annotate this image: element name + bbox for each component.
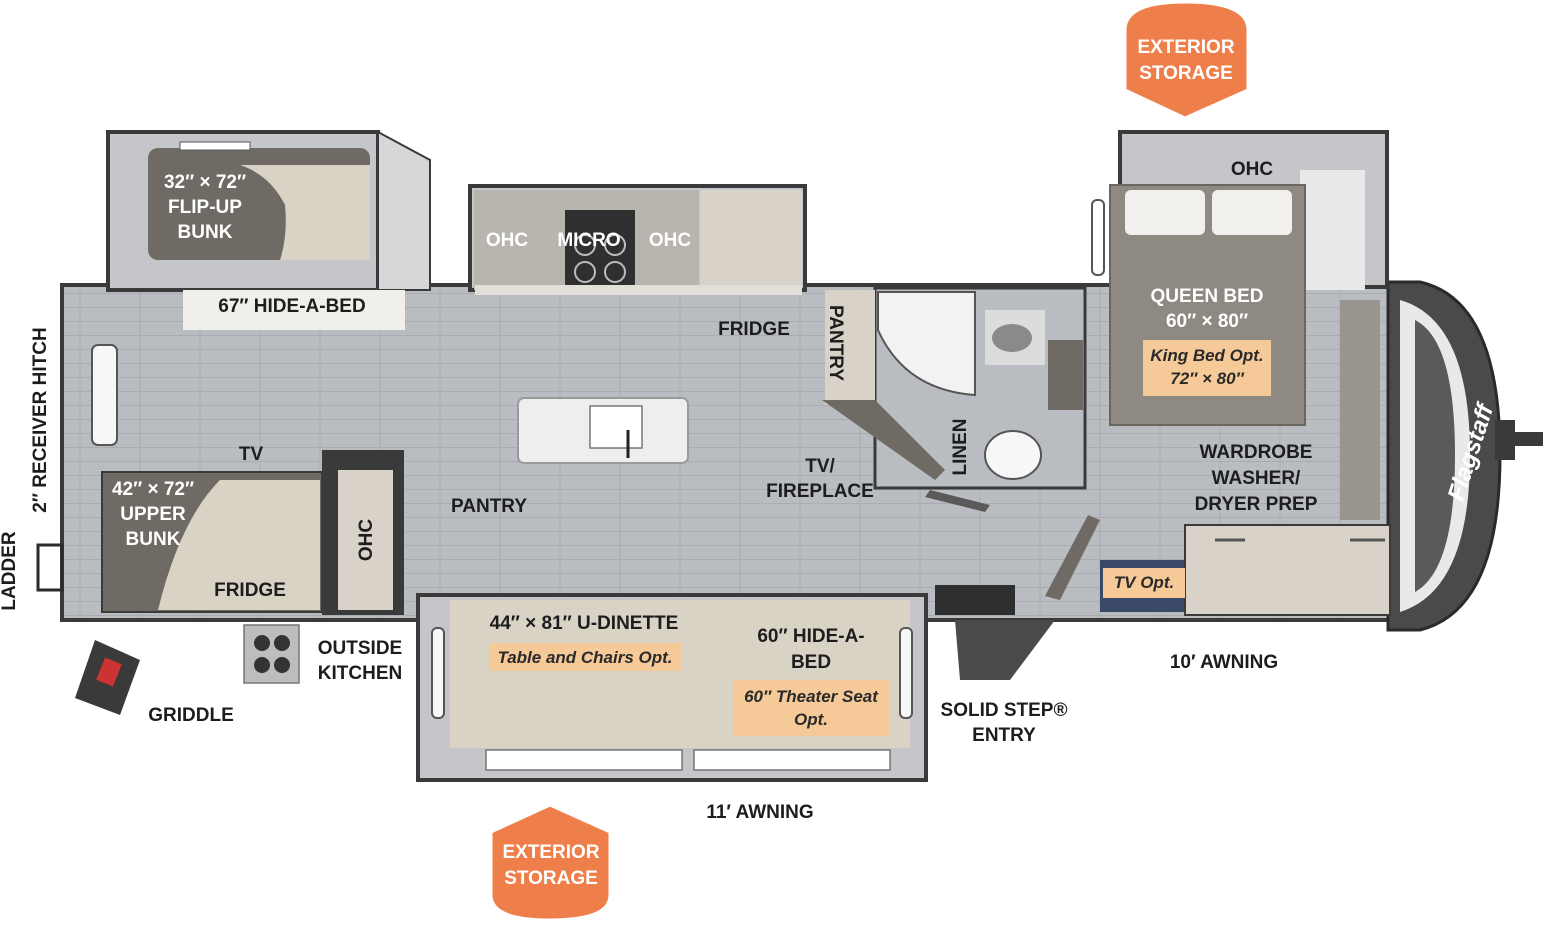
tv-label: TV [239, 444, 264, 465]
hide-a-bed-67-label: 67″ HIDE-A-BED [218, 296, 365, 317]
badge-bottom-line1: EXTERIOR [502, 842, 599, 863]
dinette-opt-label: Table and Chairs Opt. [497, 648, 672, 667]
pantry-vertical-label: PANTRY [825, 305, 846, 381]
queen-bed-line2: 60″ × 80″ [1166, 311, 1248, 332]
wardrobe-line2: WASHER/ [1212, 468, 1301, 489]
linen-cabinet [822, 400, 945, 480]
solid-step-line2: ENTRY [972, 725, 1036, 746]
fridge-bunk-label: FRIDGE [214, 580, 286, 601]
awning-10-label: 10′ AWNING [1170, 652, 1278, 673]
awning-11-label: 11′ AWNING [706, 802, 813, 823]
option-tag-tv [1103, 568, 1185, 598]
badge-top-line1: EXTERIOR [1137, 37, 1234, 58]
shower [877, 291, 976, 397]
micro-label: MICRO [557, 230, 620, 251]
griddle-label: GRIDDLE [148, 705, 234, 726]
linen-label: LINEN [950, 419, 971, 476]
bunk-upper-name: BUNK [126, 529, 181, 550]
outside-kitchen [243, 624, 300, 684]
badge-top: EXTERIOR STORAGE [1123, 0, 1250, 120]
left-slide-bunk [106, 130, 431, 330]
badge-bottom: EXTERIOR STORAGE [489, 803, 612, 922]
badge-top-line2: STORAGE [1139, 63, 1233, 84]
badge-bottom-line2: STORAGE [504, 868, 598, 889]
hide-a-bed-60-line1: 60″ HIDE-A- [757, 626, 864, 647]
pantry-label: PANTRY [451, 496, 527, 517]
kitchen-ohc-right-label: OHC [649, 230, 692, 251]
ohc-cabinet [322, 450, 404, 615]
hitch-pin [1495, 420, 1543, 460]
option-tag-king [1143, 340, 1271, 396]
hitch-ladder [36, 543, 64, 592]
dinette-label: 44″ × 81″ U-DINETTE [490, 613, 679, 634]
griddle [75, 640, 140, 715]
bunk-flip-type: FLIP-UP [168, 197, 242, 218]
entry-step [935, 585, 1055, 680]
outside-kitchen-line2: KITCHEN [318, 663, 402, 684]
receiver-hitch-label: 2″ RECEIVER HITCH [30, 327, 51, 512]
upper-bunk [91, 344, 323, 613]
theater-opt-line2: Opt. [794, 710, 828, 729]
kitchen-ohc-left-label: OHC [486, 230, 529, 251]
option-tag-theater [733, 680, 889, 736]
bunk-upper-type: UPPER [120, 504, 186, 525]
bathroom [822, 286, 1087, 512]
hide-a-bed-60-line2: BED [791, 652, 831, 673]
wardrobe [1184, 300, 1391, 616]
tv-fireplace-line2: FIREPLACE [766, 481, 874, 502]
kitchen-island [517, 397, 689, 464]
king-opt-line2: 72″ × 80″ [1170, 369, 1244, 388]
tv-fireplace-line1: TV/ [805, 456, 835, 477]
ohc-vertical-label: OHC [356, 519, 377, 562]
fridge-main-label: FRIDGE [718, 319, 790, 340]
front-cap: Flagstaff [1386, 280, 1543, 632]
fridge-cabinet [700, 190, 802, 290]
theater-opt-line1: 60″ Theater Seat [744, 687, 879, 706]
bunk-flip-size: 32″ × 72″ [164, 172, 246, 193]
pantry-cabinet [825, 290, 875, 405]
hide-a-bed-67 [183, 290, 405, 330]
tv-opt-label: TV Opt. [1114, 573, 1174, 592]
bunk-upper-size: 42″ × 72″ [112, 479, 194, 500]
wardrobe-line1: WARDROBE [1200, 442, 1313, 463]
ladder-label: LADDER [0, 531, 20, 610]
option-tag-dinette [489, 643, 681, 671]
wardrobe-line3: DRYER PREP [1195, 494, 1318, 515]
bedroom-ohc-label: OHC [1231, 159, 1274, 180]
king-opt-line1: King Bed Opt. [1150, 346, 1263, 365]
toilet [984, 430, 1042, 480]
kitchen-slide [468, 184, 807, 295]
bunk-flip-name: BUNK [178, 222, 233, 243]
outside-kitchen-line1: OUTSIDE [318, 638, 402, 659]
queen-bed-line1: QUEEN BED [1151, 286, 1264, 307]
solid-step-line1: SOLID STEP® [941, 700, 1068, 721]
